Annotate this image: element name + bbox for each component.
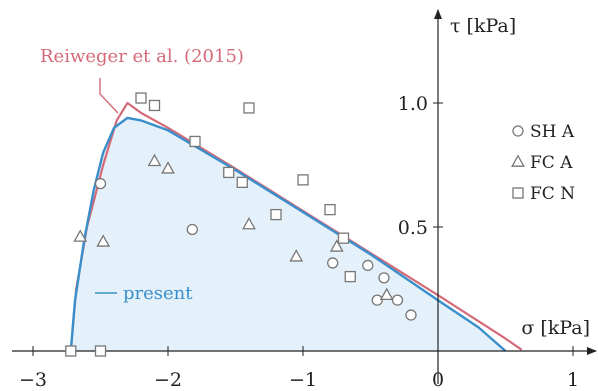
present-envelope-fill: [70, 117, 506, 352]
markers-layer: [65, 92, 417, 357]
legend-sh-a-marker: [512, 125, 524, 137]
fc-n-point: [148, 99, 161, 112]
fc-a-point: [379, 287, 394, 301]
sh-a-point: [391, 294, 404, 306]
fc-n-point: [337, 232, 350, 244]
fc-a-point: [96, 234, 111, 247]
present-curve: [69, 116, 507, 352]
fc-n-point: [223, 166, 235, 179]
fc-n-point: [236, 176, 248, 189]
sh-a-point: [327, 257, 339, 269]
annotations-layer: Reiweger et al. (2015) present: [40, 46, 244, 304]
fc-a-point: [73, 229, 88, 242]
legend: SH A FC A FC N: [511, 122, 575, 204]
sh-a-point: [378, 272, 390, 284]
reiweger-annotation-leader: [99, 78, 119, 114]
fc-n-point: [189, 135, 201, 148]
reiweger-annotation-label: Reiweger et al. (2015): [40, 46, 244, 67]
sh-a-point: [186, 223, 198, 236]
fc-n-point: [135, 92, 147, 104]
legend-sh-a-label: SH A: [530, 122, 575, 142]
sh-a-point: [94, 177, 107, 190]
fc-a-point: [161, 161, 175, 174]
present-annotation-label: present: [123, 283, 193, 304]
x-tick-label: 1: [567, 369, 579, 391]
legend-fc-n-label: FC N: [530, 184, 575, 204]
x-tick-label: −1: [289, 369, 317, 391]
fc-a-point: [242, 216, 256, 230]
x-tick-label: −2: [154, 369, 182, 391]
y-tick-label: 1.0: [398, 93, 428, 115]
fc-n-point: [270, 208, 282, 221]
y-tick-label: 0.5: [398, 217, 428, 239]
axes-layer: −3 −2 −1 0 1 0.5 1.0 σ [kPa] τ [kPa]: [12, 9, 597, 391]
fc-a-point: [289, 249, 304, 262]
present-fill-layer: [70, 117, 506, 352]
sh-a-point: [362, 259, 374, 272]
x-tick-label: 0: [432, 369, 444, 391]
fc-n-point: [297, 174, 309, 186]
x-tick-label: −3: [19, 369, 47, 391]
sh-a-point: [371, 294, 383, 306]
fc-n-point: [324, 203, 336, 216]
sh-a-point: [405, 309, 417, 321]
fc-n-point: [243, 102, 255, 114]
legend-fc-a-label: FC A: [530, 153, 573, 173]
x-axis-title: σ [kPa]: [521, 317, 590, 339]
legend-fc-n-marker: [512, 187, 524, 199]
fc-a-point: [147, 153, 162, 167]
curves-layer: [69, 101, 523, 352]
legend-fc-a-marker: [511, 154, 525, 167]
y-axis-title: τ [kPa]: [450, 15, 516, 37]
fc-a-point: [329, 239, 344, 252]
fc-n-point: [94, 345, 107, 357]
fc-n-point: [65, 345, 77, 357]
fc-n-point: [344, 270, 356, 283]
